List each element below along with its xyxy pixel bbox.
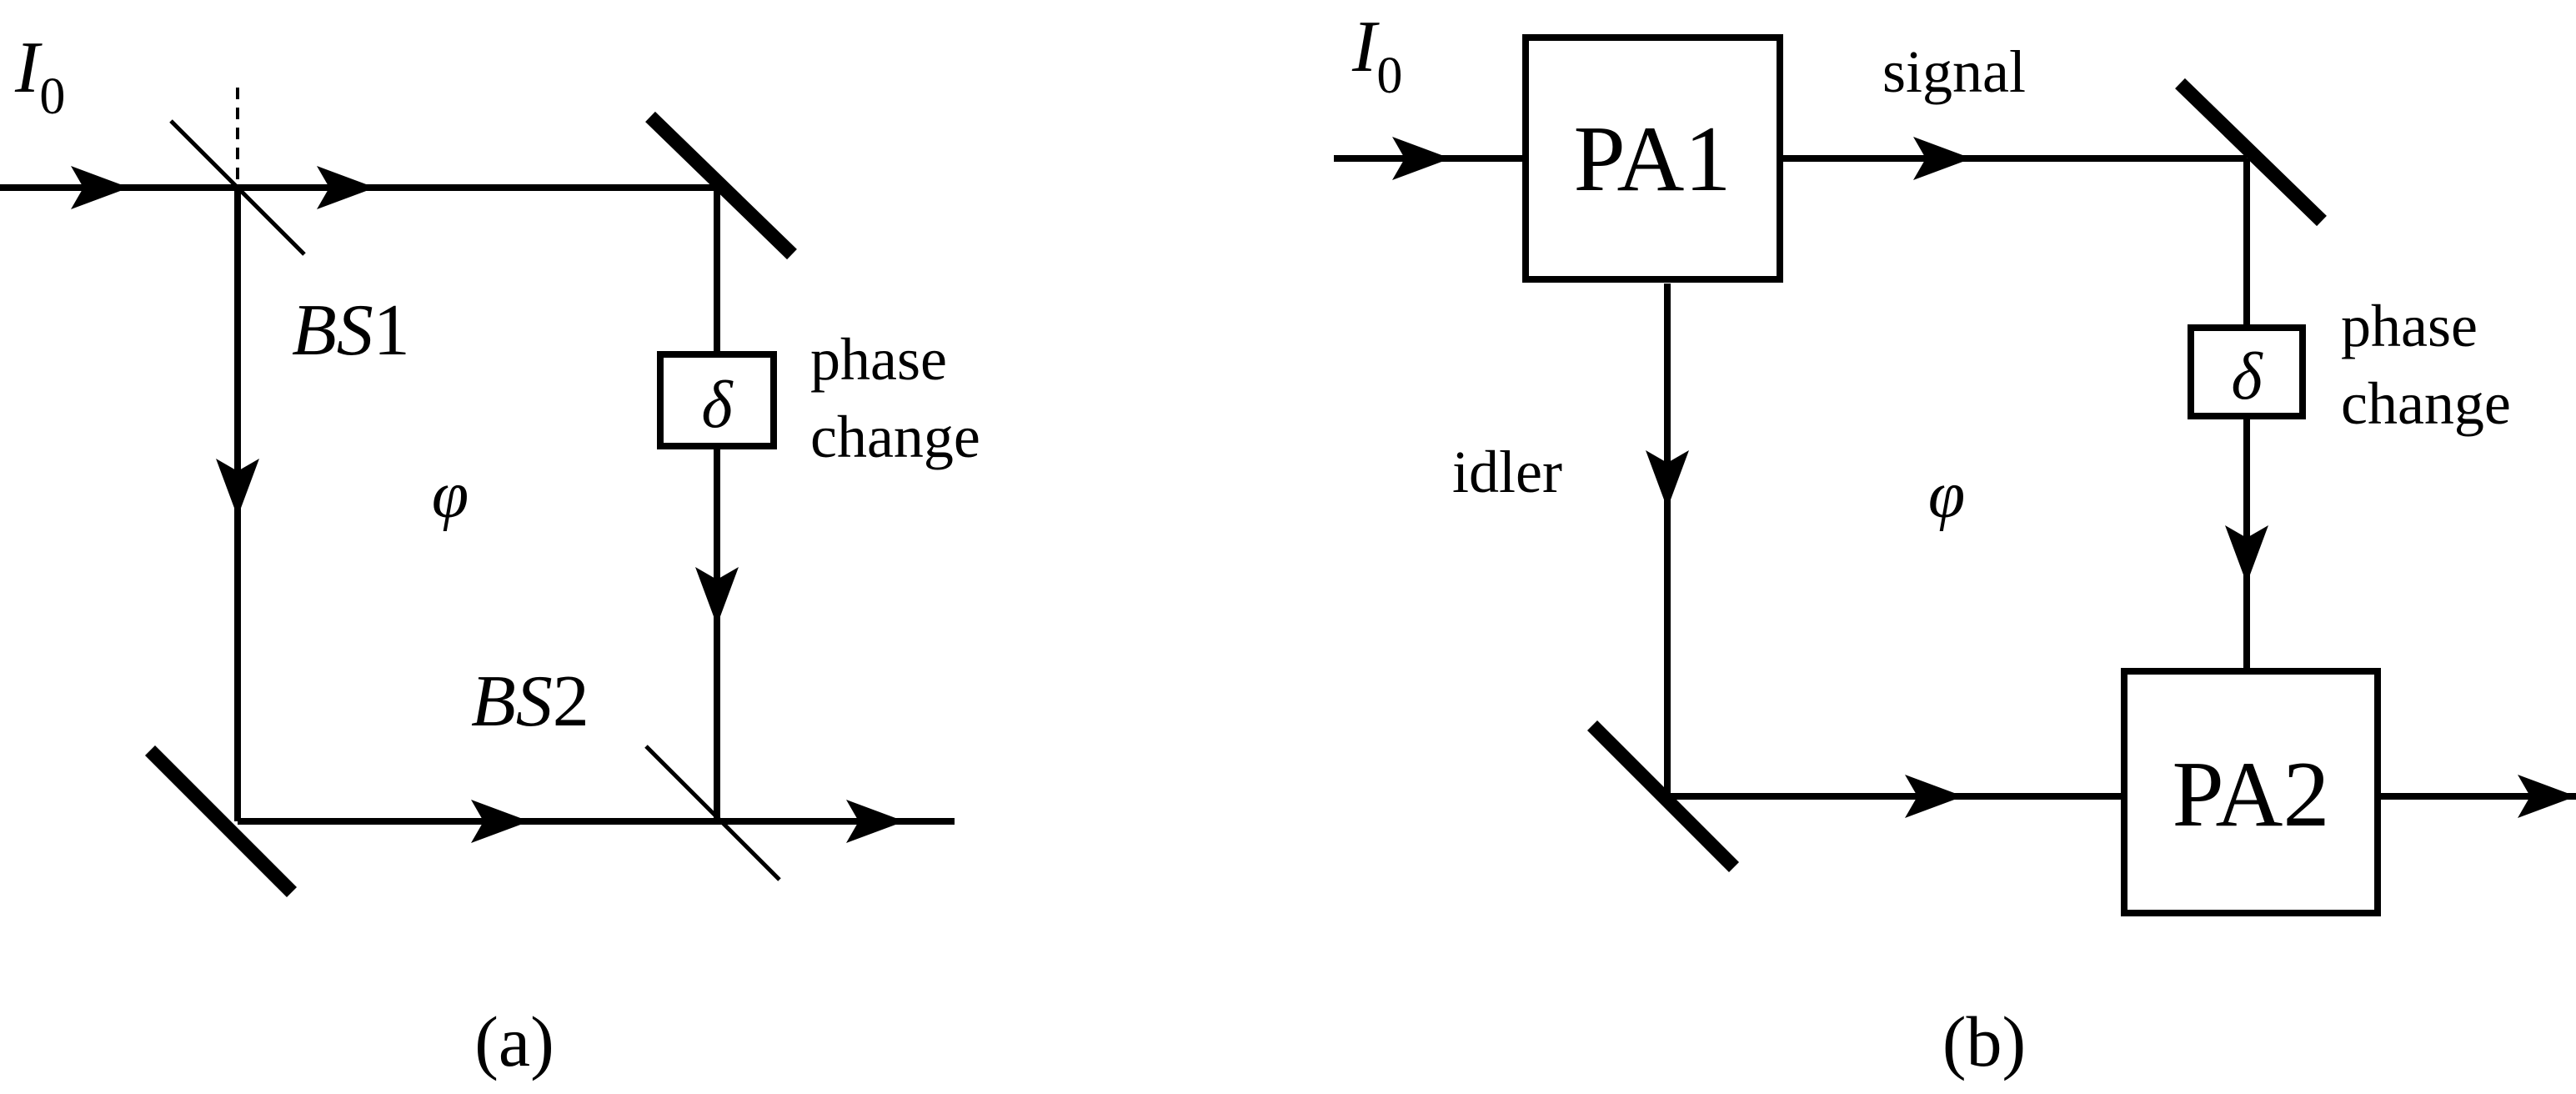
b-phase-label-line2: change (2341, 370, 2511, 437)
b-pa2-box (2121, 668, 2381, 916)
b-mirror-bottom-left (1586, 720, 1740, 873)
b-signal-label: signal (1882, 38, 2026, 105)
a-arrow-left-arm (216, 459, 259, 517)
a-phi-symbol: φ (432, 459, 469, 532)
a-bs2-label: BS2 (471, 661, 589, 742)
b-pa1-label: PA1 (1574, 108, 1732, 211)
b-arrow-signal (1913, 137, 1972, 180)
b-mirror-top-right (2175, 78, 2327, 227)
b-phase-box-symbol: δ (2231, 340, 2263, 414)
b-caption: (b) (1942, 1001, 2026, 1081)
panel-b: PA1 PA2 δ I0 signal idler phase change φ… (1334, 7, 2576, 1081)
b-arrow-idler (1646, 450, 1689, 509)
a-phase-box (657, 351, 777, 449)
b-arrow-signal-down (2225, 525, 2268, 584)
a-arrow-bottom-arm (471, 800, 529, 843)
a-mirror-bottom-left (144, 745, 298, 898)
a-arrow-output (846, 800, 905, 843)
b-idler-label: idler (1452, 439, 1562, 505)
b-input-label: I0 (1351, 7, 1402, 104)
a-arrow-right-arm (695, 567, 739, 625)
a-mirror-top-right (645, 111, 797, 260)
a-beam-splitter-bs2 (644, 745, 781, 881)
a-beam-splitter-bs1 (169, 119, 306, 256)
b-phase-label-line1: phase (2341, 293, 2478, 359)
a-caption: (a) (474, 1001, 554, 1081)
a-phase-box-symbol: δ (701, 369, 734, 442)
b-arrow-output (2518, 775, 2576, 818)
a-arrow-input (71, 166, 129, 209)
b-phi-symbol: φ (1928, 459, 1965, 532)
b-pa2-label: PA2 (2173, 743, 2330, 846)
a-phase-label-line1: phase (810, 326, 947, 393)
a-arrow-top-arm (317, 166, 375, 209)
a-bs1-label: BS1 (292, 290, 410, 371)
panel-a: δ I0 BS1 BS2 phase change φ (a) (0, 28, 980, 1081)
a-phase-label-line2: change (810, 404, 980, 470)
b-arrow-bottom (1905, 775, 1963, 818)
b-pa1-box (1522, 34, 1783, 283)
a-input-label: I0 (14, 28, 65, 125)
b-arrow-input (1392, 137, 1451, 180)
b-phase-box (2188, 324, 2306, 419)
